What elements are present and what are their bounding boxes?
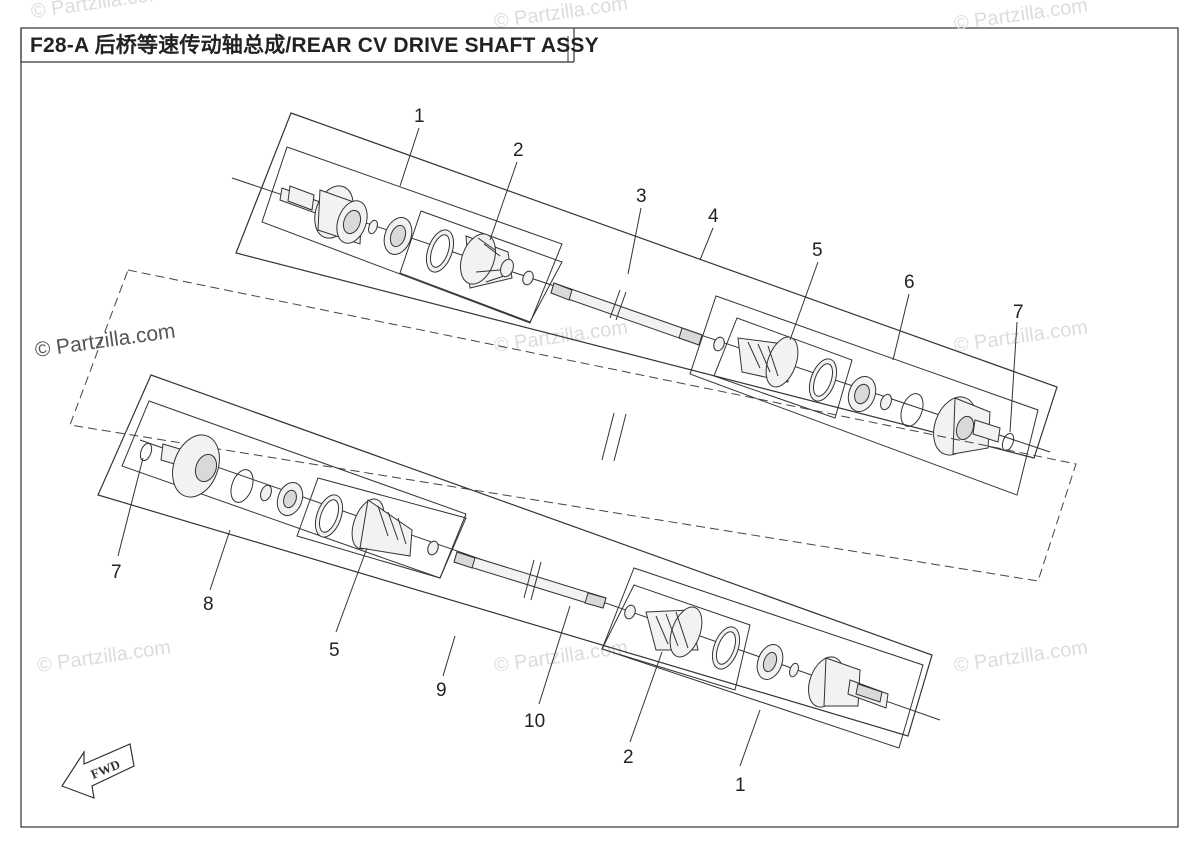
callout-2-bottom: 2 <box>623 747 634 768</box>
watermark-1: © Partzilla.com <box>30 0 167 23</box>
snap-ring-top <box>368 219 378 235</box>
watermarks: © Partzilla.com © Partzilla.com © Partzi… <box>30 0 1090 677</box>
callout-1-bottom: 1 <box>735 775 746 796</box>
cv-housing-bottom <box>160 434 220 498</box>
diagram-title: F28-A 后桥等速传动轴总成/REAR CV DRIVE SHAFT ASSY <box>30 33 599 57</box>
small-clamp-2-top <box>713 336 725 352</box>
callout-7-top: 7 <box>1013 302 1024 323</box>
boot-clamp-top <box>425 229 455 273</box>
callout-3: 3 <box>636 186 647 207</box>
o-ring-bottom <box>230 469 254 503</box>
watermark-6: © Partzilla.com <box>36 636 173 677</box>
title-box <box>20 28 575 63</box>
cv-boot-2-top <box>737 336 799 388</box>
bearing-cage-top <box>383 217 413 255</box>
cv-housing-2-top <box>933 396 1001 456</box>
boot-box-5-top <box>713 317 853 419</box>
boot-box-2-top <box>399 210 563 323</box>
fwd-arrow-icon: FWD <box>61 743 135 799</box>
snap-ring-2-top <box>880 393 892 411</box>
cv-joint-outer-top <box>279 185 368 245</box>
watermark-main: © Partzilla.com <box>33 319 176 361</box>
snap-ring-2-bottom <box>789 662 799 678</box>
boot-clamp-bottom <box>314 494 344 538</box>
callouts: 1 2 3 4 5 6 7 7 8 5 9 10 2 1 <box>111 106 1024 796</box>
circlip-bottom <box>139 442 153 462</box>
callout-10: 10 <box>524 711 545 732</box>
joint-box-1-bottom <box>601 567 924 749</box>
cv-joint-outer-bottom <box>808 656 889 709</box>
small-clamp-top <box>522 270 534 286</box>
watermark-8: © Partzilla.com <box>953 636 1090 677</box>
top-assembly <box>231 112 1058 496</box>
cv-boot-bottom <box>351 498 413 557</box>
bearing-cage-bottom <box>756 644 784 680</box>
watermark-3: © Partzilla.com <box>953 0 1090 35</box>
callout-7-bottom: 7 <box>111 562 122 583</box>
assy-box-outer-bottom <box>97 374 933 737</box>
drive-shaft-top <box>550 282 703 346</box>
o-ring-top <box>900 393 924 427</box>
leader-lines <box>117 127 1018 767</box>
dashed-box-mid <box>69 269 1077 582</box>
boot-box-5-bottom <box>296 477 467 579</box>
joint-box-6-top <box>689 295 1039 496</box>
callout-8: 8 <box>203 594 214 615</box>
page-border <box>20 27 1179 828</box>
callout-5-bottom: 5 <box>329 640 340 661</box>
break-line-b <box>613 413 627 462</box>
boot-clamp-2-top <box>808 358 838 402</box>
snap-ring-bottom <box>260 484 272 502</box>
bottom-assembly <box>97 374 941 749</box>
circlip-top <box>1001 432 1015 452</box>
callout-5-top: 5 <box>812 240 823 261</box>
tripod-bearing-top <box>847 376 877 412</box>
break-line-a <box>601 412 615 461</box>
watermark-7: © Partzilla.com <box>493 636 630 677</box>
callout-4: 4 <box>708 206 719 227</box>
boot-clamp-2-bottom <box>711 626 741 670</box>
tripod-bearing-bottom <box>276 482 304 516</box>
small-clamp-2-bottom <box>624 604 636 620</box>
callout-2-top: 2 <box>513 140 524 161</box>
callout-1-top: 1 <box>414 106 425 127</box>
cv-boot-2-bottom <box>645 606 703 658</box>
assy-box-outer-top <box>235 112 1058 459</box>
drive-shaft-bottom <box>453 551 607 609</box>
cv-boot-top <box>460 233 514 289</box>
callout-9: 9 <box>436 680 447 701</box>
joint-box-1-top <box>261 146 563 324</box>
callout-6: 6 <box>904 272 915 293</box>
boot-box-2-bottom <box>601 584 751 691</box>
small-clamp-bottom <box>427 540 439 556</box>
